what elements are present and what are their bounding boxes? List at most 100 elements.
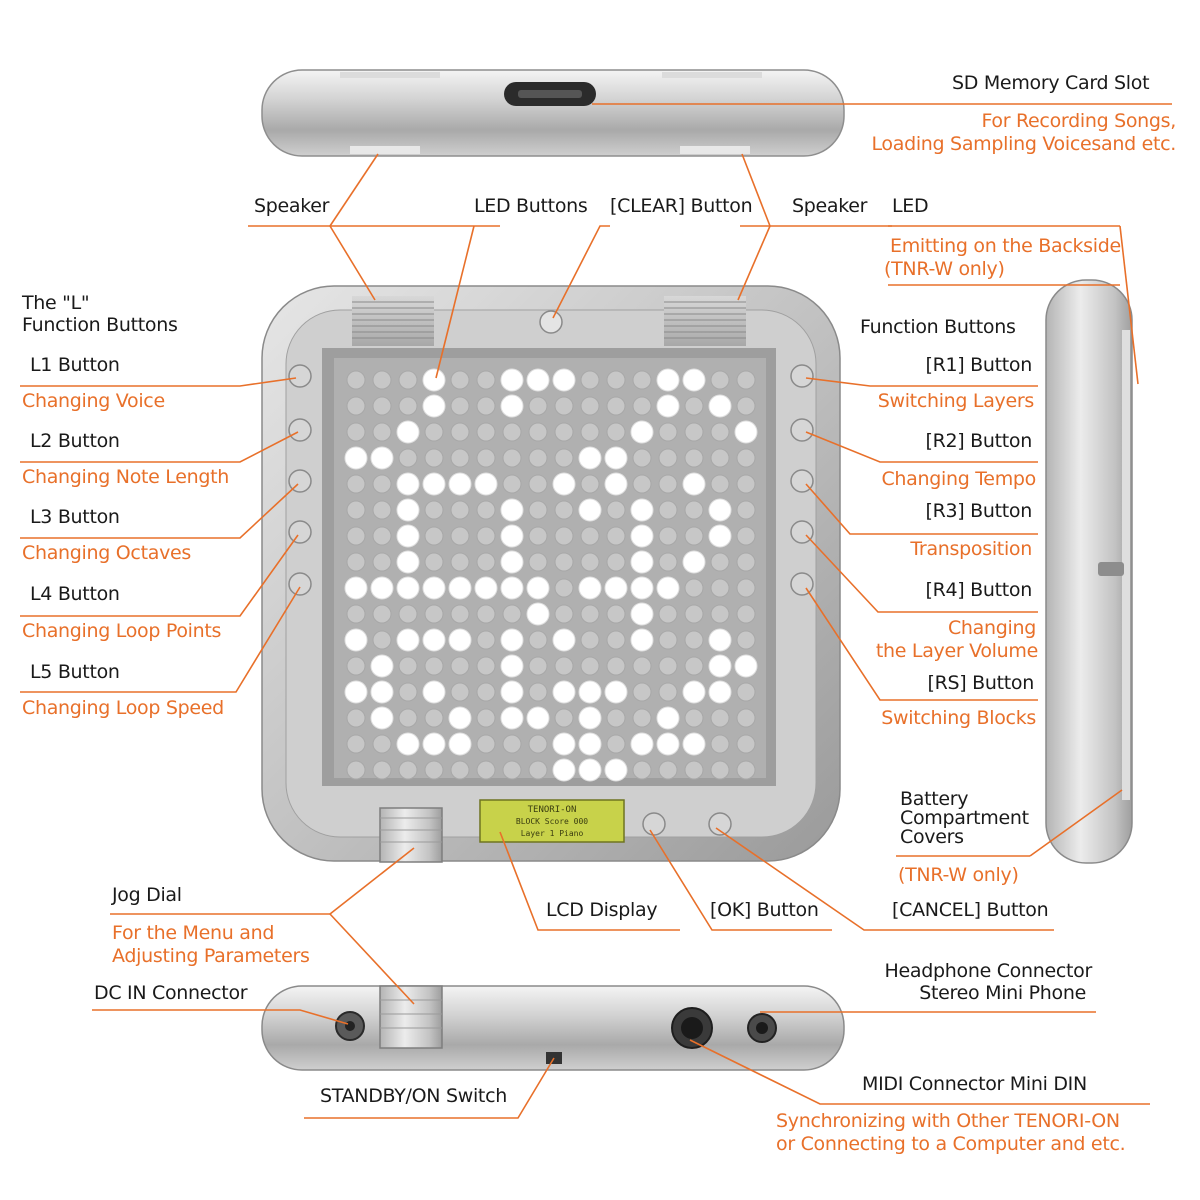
l1-button[interactable] xyxy=(288,364,312,388)
led-button[interactable] xyxy=(396,628,420,652)
led-button[interactable] xyxy=(448,472,472,496)
led-button[interactable] xyxy=(422,680,446,704)
led-button[interactable] xyxy=(526,706,550,730)
led-button[interactable] xyxy=(476,682,496,702)
led-button[interactable] xyxy=(658,448,678,468)
led-button[interactable] xyxy=(736,526,756,546)
led-button[interactable] xyxy=(632,474,652,494)
led-button[interactable] xyxy=(632,396,652,416)
led-button[interactable] xyxy=(682,472,706,496)
led-button[interactable] xyxy=(710,370,730,390)
led-button[interactable] xyxy=(500,550,524,574)
led-button[interactable] xyxy=(502,448,522,468)
led-button[interactable] xyxy=(658,526,678,546)
led-button[interactable] xyxy=(424,422,444,442)
led-button[interactable] xyxy=(528,760,548,780)
led-button[interactable] xyxy=(528,552,548,572)
led-button[interactable] xyxy=(500,706,524,730)
led-button[interactable] xyxy=(424,656,444,676)
led-button[interactable] xyxy=(580,552,600,572)
led-button[interactable] xyxy=(372,526,392,546)
led-button[interactable] xyxy=(710,474,730,494)
led-button[interactable] xyxy=(476,370,496,390)
led-button[interactable] xyxy=(736,760,756,780)
led-button[interactable] xyxy=(554,448,574,468)
led-button[interactable] xyxy=(554,526,574,546)
led-button[interactable] xyxy=(370,680,394,704)
led-button[interactable] xyxy=(476,656,496,676)
led-button[interactable] xyxy=(422,394,446,418)
led-button[interactable] xyxy=(372,760,392,780)
led-button[interactable] xyxy=(398,656,418,676)
led-button[interactable] xyxy=(398,682,418,702)
led-button[interactable] xyxy=(396,576,420,600)
led-button[interactable] xyxy=(606,656,626,676)
led-button[interactable] xyxy=(552,472,576,496)
led-button[interactable] xyxy=(344,680,368,704)
led-button[interactable] xyxy=(554,578,574,598)
led-button[interactable] xyxy=(396,498,420,522)
rs-button[interactable] xyxy=(790,572,814,596)
led-button[interactable] xyxy=(578,758,602,782)
led-button[interactable] xyxy=(606,604,626,624)
led-button[interactable] xyxy=(682,368,706,392)
led-button[interactable] xyxy=(398,448,418,468)
led-button[interactable] xyxy=(630,420,654,444)
led-button[interactable] xyxy=(632,760,652,780)
led-button[interactable] xyxy=(684,656,704,676)
led-button[interactable] xyxy=(344,628,368,652)
led-button[interactable] xyxy=(554,656,574,676)
led-button[interactable] xyxy=(346,474,366,494)
led-button[interactable] xyxy=(580,604,600,624)
led-button[interactable] xyxy=(450,656,470,676)
led-button[interactable] xyxy=(500,680,524,704)
led-button[interactable] xyxy=(372,396,392,416)
led-button[interactable] xyxy=(736,552,756,572)
led-button[interactable] xyxy=(682,732,706,756)
led-button[interactable] xyxy=(552,732,576,756)
led-button[interactable] xyxy=(474,472,498,496)
led-button[interactable] xyxy=(424,552,444,572)
led-button[interactable] xyxy=(578,706,602,730)
led-button[interactable] xyxy=(450,500,470,520)
led-button[interactable] xyxy=(710,708,730,728)
led-button[interactable] xyxy=(658,760,678,780)
led-button[interactable] xyxy=(606,630,626,650)
led-button[interactable] xyxy=(658,422,678,442)
led-button[interactable] xyxy=(346,708,366,728)
led-button[interactable] xyxy=(528,630,548,650)
led-button[interactable] xyxy=(528,682,548,702)
led-button[interactable] xyxy=(450,396,470,416)
led-button[interactable] xyxy=(422,472,446,496)
led-button[interactable] xyxy=(710,578,730,598)
led-button[interactable] xyxy=(710,760,730,780)
led-button[interactable] xyxy=(708,524,732,548)
led-button[interactable] xyxy=(476,604,496,624)
led-button[interactable] xyxy=(708,498,732,522)
led-button[interactable] xyxy=(658,630,678,650)
led-button[interactable] xyxy=(658,474,678,494)
led-button[interactable] xyxy=(502,474,522,494)
ok-button[interactable] xyxy=(642,812,666,836)
led-button[interactable] xyxy=(734,420,758,444)
led-button[interactable] xyxy=(372,422,392,442)
led-button[interactable] xyxy=(398,708,418,728)
led-button[interactable] xyxy=(578,680,602,704)
led-button[interactable] xyxy=(606,708,626,728)
led-button[interactable] xyxy=(476,422,496,442)
led-button[interactable] xyxy=(580,526,600,546)
led-button[interactable] xyxy=(684,708,704,728)
led-button[interactable] xyxy=(710,448,730,468)
led-button[interactable] xyxy=(708,654,732,678)
led-button[interactable] xyxy=(554,396,574,416)
led-button[interactable] xyxy=(450,422,470,442)
led-button[interactable] xyxy=(708,394,732,418)
led-button[interactable] xyxy=(450,760,470,780)
led-button[interactable] xyxy=(606,370,626,390)
led-button[interactable] xyxy=(684,448,704,468)
led-button[interactable] xyxy=(578,576,602,600)
led-button[interactable] xyxy=(372,734,392,754)
led-button[interactable] xyxy=(370,654,394,678)
led-button[interactable] xyxy=(346,552,366,572)
led-button[interactable] xyxy=(632,682,652,702)
